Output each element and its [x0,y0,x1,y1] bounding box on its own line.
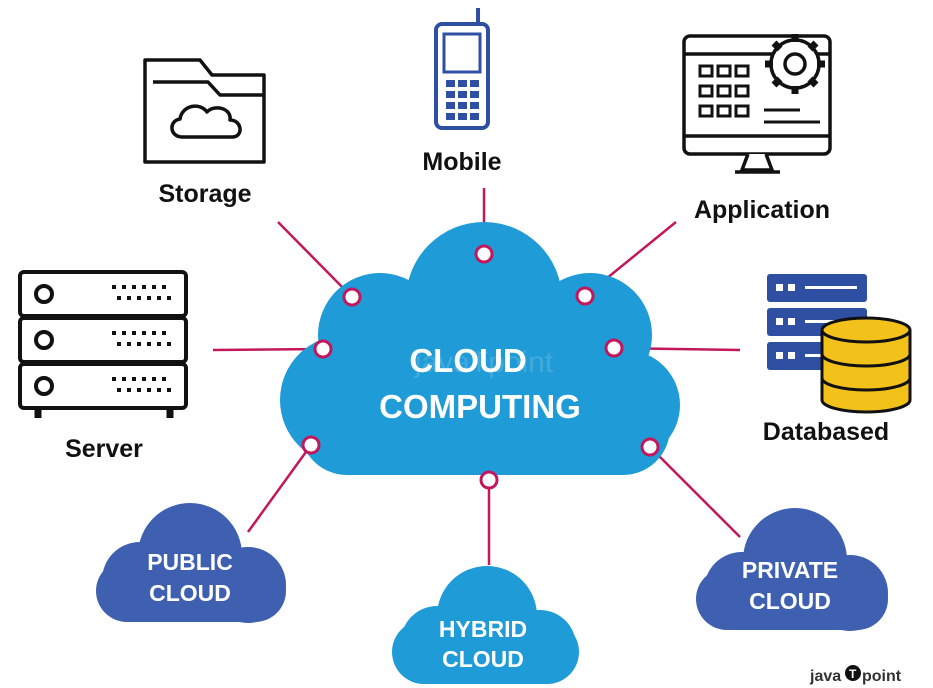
label-databased: Databased [763,418,889,446]
connector-dots [301,244,660,490]
label-server: Server [65,435,143,463]
logo-point: point [862,668,902,685]
server-rack-icon [18,270,188,418]
hybrid-cloud-line2: CLOUD [442,646,524,672]
public-cloud-line1: PUBLIC [147,549,233,575]
folder-cloud-icon [143,58,266,164]
logo-t: T [849,667,857,681]
center-title-line1: CLOUD [409,342,526,379]
connector-public [246,444,313,533]
watermark: javaTpoint [414,346,554,379]
javatpoint-logo: java T point [809,665,902,685]
public-cloud-line2: CLOUD [149,580,231,606]
server-vent-dots [112,285,171,392]
private-cloud-line2: CLOUD [749,588,831,614]
hybrid-cloud [392,566,579,684]
connector-storage [277,221,353,298]
public-cloud [96,503,286,623]
hybrid-cloud-line1: HYBRID [439,616,527,642]
label-mobile: Mobile [422,148,501,176]
center-title-line2: COMPUTING [379,388,581,425]
private-cloud [696,508,888,631]
application-monitor-icon [682,34,832,174]
label-storage: Storage [158,180,251,208]
mobile-phone-icon [434,8,490,130]
private-cloud-line1: PRIVATE [742,557,838,583]
logo-java: java [809,668,841,685]
label-application: Application [694,196,830,224]
database-cylinder-icon [820,316,912,414]
gear-icon [765,34,825,94]
connector-private [649,446,741,538]
